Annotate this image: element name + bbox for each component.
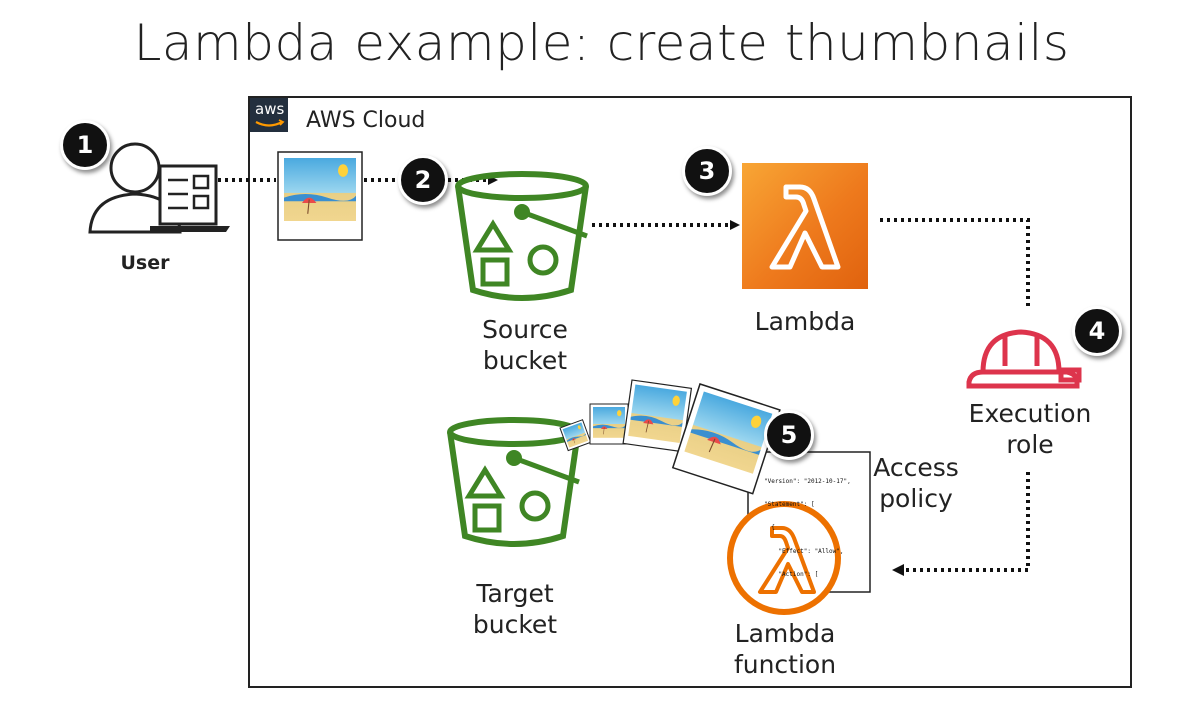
user-icon: [88, 142, 230, 234]
step-badge-5: 5: [764, 410, 814, 460]
user-label: User: [120, 252, 170, 274]
execution-role-label: Execution role: [968, 399, 1092, 460]
source-bucket-icon: [455, 171, 589, 301]
step-badge-3: 3: [682, 146, 732, 196]
aws-logo-icon: aws: [250, 98, 288, 132]
policy-line: {: [764, 524, 775, 532]
aws-smile-icon: [255, 119, 285, 127]
policy-line: "Effect": "Allow",: [764, 547, 844, 555]
source-bucket-label: Source bucket: [482, 315, 568, 376]
aws-logo-text: aws: [255, 100, 285, 118]
lambda-function-label: Lambda function: [733, 619, 837, 680]
policy-line: "Version": "2012-10-17",: [764, 477, 851, 485]
arrow-lambda-to-role: [880, 218, 1030, 308]
access-policy-label: Access policy: [873, 453, 959, 514]
page-title: Lambda example: create thumbnails: [133, 14, 1070, 72]
step-badge-4: 4: [1072, 306, 1122, 356]
policy-line: "Statement": [: [764, 500, 815, 508]
step-badge-1: 1: [60, 120, 110, 170]
uploaded-photo-icon: [277, 151, 363, 241]
target-bucket-label: Target bucket: [472, 579, 558, 640]
aws-cloud-boundary: [248, 96, 1132, 688]
flow-arrows: [218, 178, 1030, 572]
lambda-function-icon: [727, 501, 841, 615]
step-badge-2: 2: [398, 155, 448, 205]
arrow-role-to-function: [906, 472, 1030, 572]
lambda-service-icon: [742, 163, 868, 289]
lambda-service-label: Lambda: [754, 307, 856, 336]
target-bucket-icon: [447, 417, 581, 547]
aws-cloud-label: AWS Cloud: [306, 108, 426, 133]
policy-line: "Action": [: [764, 571, 819, 579]
policy-snippet: "Version": "2012-10-17", "Statement": [ …: [764, 462, 868, 586]
hard-hat-icon: [966, 329, 1082, 389]
lambda-symbol-icon: [769, 184, 841, 270]
